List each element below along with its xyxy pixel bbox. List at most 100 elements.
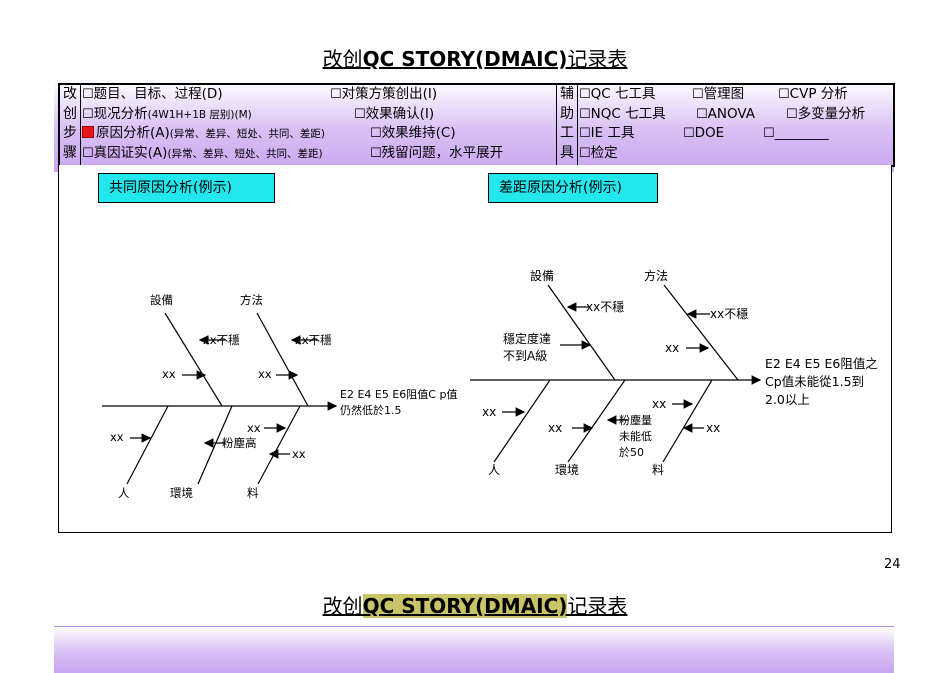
tool-label: 管理图 bbox=[703, 86, 745, 102]
step-row-1: ☐题目、目标、过程(D) bbox=[82, 85, 223, 105]
tool-anova: ☐ANOVA bbox=[696, 105, 755, 125]
title2-main: QC STORY(DMAIC) bbox=[362, 594, 568, 618]
tool-label: CVP 分析 bbox=[789, 86, 848, 102]
steps-label-char: 创 bbox=[63, 105, 77, 122]
page-title: 改创QC STORY(DMAIC)记录表 bbox=[0, 43, 950, 72]
left-diagram-label: 共同原因分析(例示) bbox=[98, 173, 275, 203]
right-cause-3b: 不到A級 bbox=[503, 349, 547, 363]
tool-doe: ☐DOE bbox=[683, 124, 724, 144]
left-cat-material: 料 bbox=[247, 486, 259, 500]
right-cause-2: xx不穩 bbox=[710, 307, 748, 321]
step-measure: 现况分析 bbox=[93, 105, 148, 122]
tools-label-char: 助 bbox=[560, 105, 574, 122]
right-cause-9: xx bbox=[706, 421, 720, 435]
left-fishbone bbox=[102, 312, 338, 485]
checkbox[interactable]: ☐ bbox=[82, 106, 94, 122]
checkbox[interactable]: ☐ bbox=[579, 87, 591, 102]
title-main: QC STORY(DMAIC) bbox=[362, 47, 568, 71]
step-control: 效果维持(C) bbox=[381, 125, 456, 141]
tool-label: 检定 bbox=[590, 144, 618, 161]
step-confirm: 效果确认(I) bbox=[365, 105, 435, 122]
left-cat-method: 方法 bbox=[240, 293, 263, 307]
steps-label-char: 步 bbox=[63, 125, 77, 141]
left-cause-6: 粉塵高 bbox=[222, 436, 257, 450]
left-effect-line1: E2 E4 E5 E6阻值C p值 bbox=[340, 388, 457, 401]
steps-label: 改 创 步 骤 bbox=[60, 85, 81, 165]
checkbox[interactable]: ☐ bbox=[330, 87, 342, 102]
checkbox[interactable]: ☐ bbox=[82, 87, 94, 102]
tool-label: NQC 七工具 bbox=[590, 105, 666, 122]
checkbox[interactable]: ☐ bbox=[778, 87, 790, 102]
checkbox[interactable]: ☐ bbox=[370, 126, 382, 141]
tools-label-char: 工 bbox=[560, 125, 574, 141]
checkbox[interactable]: ☐ bbox=[786, 106, 798, 122]
right-cause-8a: 粉塵量 bbox=[619, 413, 652, 427]
checked-checkbox[interactable] bbox=[82, 126, 94, 138]
tool-test: ☐检定 bbox=[579, 144, 618, 164]
right-effect-line2: Cp值未能從1.5到 bbox=[765, 374, 864, 389]
tool-label: DOE bbox=[694, 125, 725, 141]
tool-multivariate: ☐多变量分析 bbox=[786, 105, 865, 125]
checkbox[interactable]: ☐ bbox=[354, 106, 366, 122]
title2-suffix: 记录表 bbox=[567, 594, 628, 618]
steps-label-char: 骤 bbox=[63, 144, 77, 161]
right-cause-8c: 於50 bbox=[619, 445, 644, 459]
right-bone-equipment bbox=[547, 284, 616, 381]
right-cat-people: 人 bbox=[488, 463, 500, 477]
checkbox[interactable]: ☐ bbox=[579, 106, 591, 122]
right-effect-line1: E2 E4 E5 E6阻值之 bbox=[765, 356, 878, 371]
right-cause-5: xx bbox=[482, 405, 496, 419]
step-row-1b: ☐对策方策创出(I) bbox=[330, 85, 437, 105]
right-bone-env bbox=[567, 379, 626, 463]
right-cat-material: 料 bbox=[652, 463, 664, 477]
checkbox[interactable]: ☐ bbox=[370, 145, 382, 161]
left-cause-1: xx不穩 bbox=[203, 333, 240, 347]
right-cause-7: xx bbox=[652, 397, 666, 411]
checkbox[interactable]: ☐ bbox=[579, 126, 591, 141]
next-header-band bbox=[54, 626, 894, 673]
checkbox[interactable]: ☐ bbox=[696, 106, 708, 122]
left-bone-equipment bbox=[164, 312, 223, 407]
right-cat-method: 方法 bbox=[644, 268, 668, 283]
step-improve: 对策方策创出(I) bbox=[341, 86, 438, 102]
tool-control-chart: ☐管理图 bbox=[692, 85, 744, 105]
checkbox[interactable]: ☐ bbox=[579, 145, 591, 161]
left-bone-people bbox=[126, 405, 169, 485]
step-row-4: ☐真因证实(A)(异常、差异、短处、共同、差距) bbox=[82, 144, 323, 165]
header-band bbox=[54, 80, 894, 172]
left-cat-equipment: 設備 bbox=[150, 293, 173, 307]
checkbox[interactable]: ☐ bbox=[763, 126, 775, 141]
right-bone-material bbox=[662, 379, 713, 463]
step-verify-note: (异常、差异、短处、共同、差距) bbox=[167, 147, 323, 160]
checkbox[interactable]: ☐ bbox=[692, 87, 704, 102]
step-analyze-note: (异常、差异、短处、共同、差距) bbox=[169, 128, 325, 140]
tool-cvp: ☐CVP 分析 bbox=[778, 85, 848, 105]
left-effect-line2: 仍然低於1.5 bbox=[340, 403, 402, 417]
title-prefix: 改创 bbox=[322, 47, 363, 71]
right-cat-equipment: 設備 bbox=[530, 268, 554, 283]
right-cat-env: 環境 bbox=[555, 462, 579, 477]
tool-label: 多变量分析 bbox=[797, 105, 866, 122]
left-cause-8: xx bbox=[292, 447, 306, 461]
left-bone-method bbox=[256, 312, 309, 407]
left-cause-3: xx bbox=[162, 367, 176, 381]
right-bone-method bbox=[663, 284, 739, 381]
tools-label-char: 辅 bbox=[560, 86, 574, 102]
right-bone-people bbox=[493, 379, 551, 463]
steps-label-char: 改 bbox=[63, 86, 77, 102]
step-analyze: 原因分析(A) bbox=[96, 125, 170, 141]
step-measure-note: (4W1H+1B 层别)(M) bbox=[147, 108, 252, 121]
step-row-2b: ☐效果确认(I) bbox=[354, 105, 434, 125]
left-cat-env: 環境 bbox=[170, 486, 193, 500]
left-cat-people: 人 bbox=[118, 486, 130, 500]
left-cause-5: xx bbox=[110, 430, 124, 444]
checkbox[interactable]: ☐ bbox=[82, 145, 94, 161]
title2-prefix: 改创 bbox=[322, 594, 363, 618]
step-row-3b: ☐效果维持(C) bbox=[370, 124, 456, 144]
step-remaining: 残留问题，水平展开 bbox=[381, 144, 504, 161]
right-diagram-label: 差距原因分析(例示) bbox=[488, 173, 658, 203]
checkbox[interactable]: ☐ bbox=[683, 126, 695, 141]
tools-label-char: 具 bbox=[560, 144, 574, 161]
left-bone-env bbox=[197, 405, 233, 485]
